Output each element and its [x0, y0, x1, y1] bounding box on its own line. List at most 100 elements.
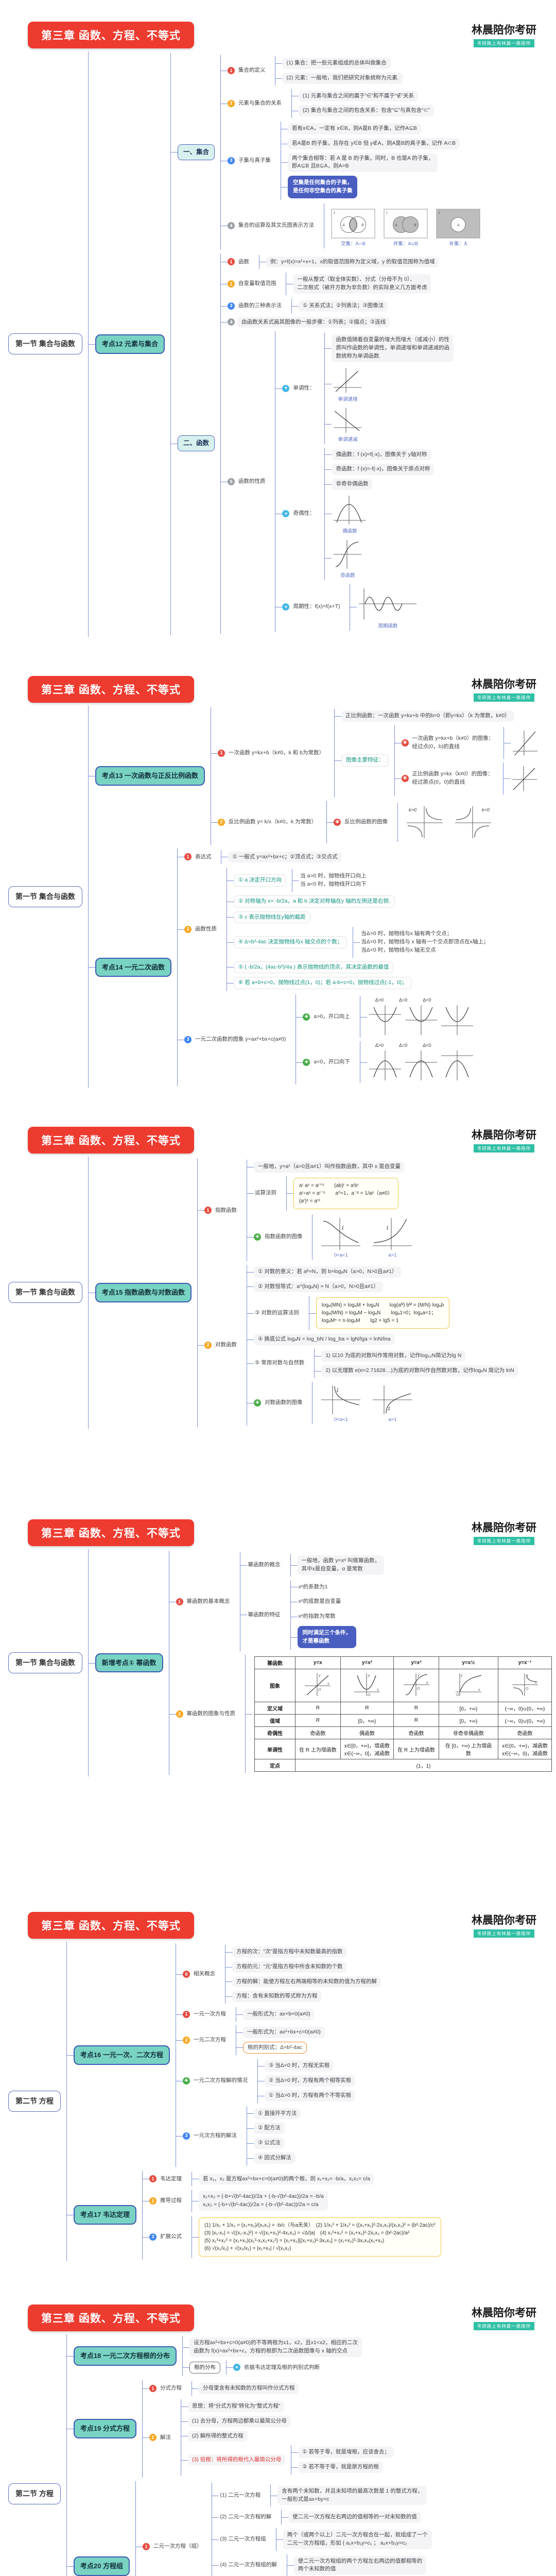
keypoints: 考点18 一元二次方程根的分布设方程ax²+bx+c=0(a≠0)的不等两根为x… [66, 2334, 454, 2576]
table-cell: x∈(0，+∞)，减函数 x∈(−∞，0)，减函数 [498, 1739, 552, 1760]
svg-text:1: 1 [386, 1225, 389, 1230]
page-body: 第二节 方程考点18 一元二次方程根的分布设方程ax²+bx+c=0(a≠0)的… [8, 2334, 552, 2576]
map-node: ✚对数函数的图像 [253, 1397, 307, 1409]
keypoint-row: 考点18 一元二次方程根的分布设方程ax²+bx+c=0(a≠0)的不等两根为x… [66, 2336, 454, 2377]
node-box: ③ 对数的运算法则 [254, 1308, 303, 1319]
node-label: 表达式 [195, 853, 212, 860]
section-node: 第一节 集合与函数 [8, 1652, 82, 1674]
graph-label: Δ<0 [423, 1043, 431, 1048]
node-box: 分母里含有未知数的方程叫作分式方程 [198, 2383, 299, 2394]
map-row: 同时满足三个条件， 才是幂函数 [290, 1625, 357, 1649]
node-label: 方程的元：“元”是指方程中所含未知数的个数 [236, 1963, 343, 1970]
watermark: 林晨陪你考研考研路上有林晨一路陪伴 [472, 676, 536, 702]
children: 使二元一次方程左右两边的值相等的一对未知数的值 [281, 2510, 421, 2524]
map-row: (2) 元素：一般地，我们把研究对象统称为元素. [275, 72, 403, 84]
node-label: ① 关系式法；②列表法；③图像法 [302, 302, 384, 309]
node-box: 一元二次方程 [193, 2035, 230, 2046]
keypoint-label: 考点18 一元二次方程根的分布 [80, 2352, 170, 2360]
svg-text:A: A [342, 224, 345, 227]
badge-icon: ✽ [401, 774, 409, 782]
graph-label: Δ>0 [375, 1043, 384, 1048]
children: (1) 元素与集合之间的属于“∈”和不属于“∉”关系(2) 集合与集合之间的包含… [291, 89, 434, 118]
map-node: ✦依据韦达定理及根的判别式判断 [233, 2362, 324, 2374]
node-box: ③ 当Δ<0 时，方程无实根 [264, 2060, 334, 2072]
node-box: 元素与集合的关系 [237, 98, 286, 109]
children: 分母里含有未知数的方程叫作分式方程 [191, 2381, 299, 2396]
map-node: ✽一次函数 y=kx+b（k≠0）的图像： 经过点(0，b)的直线 [401, 733, 498, 753]
map-row [504, 728, 540, 757]
map-node: ③ 对数的运算法则 [254, 1308, 303, 1319]
node-label: 当 a>0 时，抛物线开口向上 当 a<0 时，抛物线开口向下 [300, 873, 367, 887]
badge-icon: 3 [227, 157, 235, 164]
map-row: ✦周期性：f(x)=f(x+T)周期函数 [275, 583, 454, 631]
map-row: (4) 二元一次方程组的解使二元一次方程组的两个方程左右两边的值都相等的 两个未… [212, 2554, 431, 2576]
node-label: 1) 以10 为底的对数叫作常用对数，记作log₁₀N简记为lg N [325, 1352, 462, 1359]
fixed-point-cell: (1，1) [295, 1759, 552, 1772]
children: 一般从整式（取全体实数）、分式（分母不为 0）、 二次根式（被开方数为非负数）的… [286, 273, 431, 295]
badge-icon: 1 [149, 2175, 157, 2183]
node-box: 正比例函数 y=kx（k≠0）的图像： 经过原点(0，0)的直线 [411, 769, 497, 788]
children: 使二元一次方程组的两个方程左右两边的值都相等的 两个未知数的值 [286, 2554, 427, 2576]
map-row: (3) 二元一次方程组两个（或两个以上）二元一次方程合在一起，就组成了一个 二元… [212, 2528, 432, 2551]
children: 偶函数：f (x)=f(-x)，图像关于 y轴对称奇函数：f (x)=-f(-x… [324, 447, 435, 580]
map-node: 一般形式为：ax+b=0(a≠0) [242, 2009, 315, 2020]
node-box: 1) 以10 为底的对数叫作常用对数，记作log₁₀N简记为lg N [321, 1350, 466, 1362]
map-node: ③ c 表示抛物线在y轴的截距 [233, 911, 310, 924]
keypoint-node: 考点12 元素与集合 [95, 334, 165, 354]
map-node: (2) 元素：一般地，我们把研究对象统称为元素. [282, 72, 403, 84]
table-cell: R [295, 1714, 341, 1727]
keypoint-node: 考点13 一次函数与正反比例函数 [95, 766, 205, 786]
graph-caption: a>1 [388, 1252, 397, 1258]
node-box: xᵅ的底数是自变量 [298, 1596, 345, 1607]
map-row: x₁+x₂ = (-b+√(b²-4ac))/2a + (-b-√(b²-4ac… [192, 2191, 328, 2211]
badge-icon: ✚ [182, 2077, 190, 2084]
watermark-badge: 考研路上有林晨一路陪伴 [473, 1537, 535, 1545]
map-row: 根的分布✦依据韦达定理及根的判别式判断 [182, 2360, 362, 2375]
section-label: 第一节 集合与函数 [15, 1658, 75, 1667]
map-row: ① 对数的意义：若 aᵇ=N，则 b=logₐN（a>0，N>0且a≠1） [247, 1266, 518, 1278]
node-label: (1) 1/x₁ + 1/x₂ = (x₁+x₂)/(x₁x₂) = -b/c（… [204, 2222, 436, 2251]
node-box: ④ 换底公式 logₐN = log_bN / log_ba = lgN/lga… [253, 1334, 395, 1345]
node-label: ① 对数的意义：若 aᵇ=N，则 b=logₐN（a>0，N>0且a≠1） [257, 1268, 397, 1275]
node-box: 由函数关系式画其图像的一般步骤：①列表；②描点；③连线 [237, 316, 390, 328]
watermark: 林晨陪你考研考研路上有林晨一路陪伴 [472, 2304, 536, 2330]
node-box: (2) 集合与集合之间的包含关系：包含“⊆”与真包含“⊂” [298, 105, 434, 116]
table-cell: 在 R 上为增函数 [393, 1739, 439, 1760]
node-label: (3) 验根：将所得的根代入最简公分母 [192, 2456, 282, 2463]
watermark-badge: 考研路上有林晨一路陪伴 [473, 1929, 535, 1938]
keypoint-label: 考点13 一次函数与正反比例函数 [101, 772, 198, 780]
map-row: ② 对称轴为 x= -b/2a，a 和 b 决定对称轴在y 轴的左侧还是右侧. [227, 895, 493, 908]
map-row: (2) 集合与集合之间的包含关系：包含“⊆”与真包含“⊂” [291, 105, 434, 116]
map-node: 若A是B 的子集，且存在 y∈B 但 y∉A，则A是B的真子集，记作 A⊂B [287, 138, 460, 149]
node-box: 幂函数的概念 [247, 1560, 285, 1571]
node-label: 解法 [160, 2434, 171, 2441]
svg-text:A: A [394, 224, 397, 227]
table-cell: 在 R 上为增函数 [295, 1739, 341, 1760]
node-box: 图像主要特征： [341, 754, 389, 767]
node-box: ② 配方法 [253, 2123, 285, 2134]
section-row: 第二节 方程考点18 一元二次方程根的分布设方程ax²+bx+c=0(a≠0)的… [8, 2334, 454, 2576]
graph-caption: 周期函数 [378, 623, 398, 629]
children: 幂函数的概念一般地，函数 y=xᵅ 叫做幂函数， 其中x是自变量，α 是常数幂函… [239, 1552, 384, 1652]
children: (1) 1/x₁ + 1/x₂ = (x₁+x₂)/(x₁x₂) = -b/c（… [191, 2215, 441, 2258]
svg-text:x: x [376, 1688, 379, 1692]
node-box: 一般形式为：ax+b=0(a≠0) [242, 2009, 315, 2020]
node-label: (3) 二元一次方程组 [220, 2535, 266, 2542]
node-label: 一元二次函数的图象 y=ax²+bx+c(a≠0) [195, 1036, 286, 1042]
map-node: xᵅ的底数是自变量 [298, 1596, 345, 1607]
node-box: 2) 以无理数 e(e=2.71828…)为底的对数叫作自然数对数，记作logₑ… [321, 1365, 518, 1377]
node-box: 一般地，y=aˣ（a>0且a≠1）叫作指数函数，其中 x 是自变量 [253, 1161, 405, 1173]
